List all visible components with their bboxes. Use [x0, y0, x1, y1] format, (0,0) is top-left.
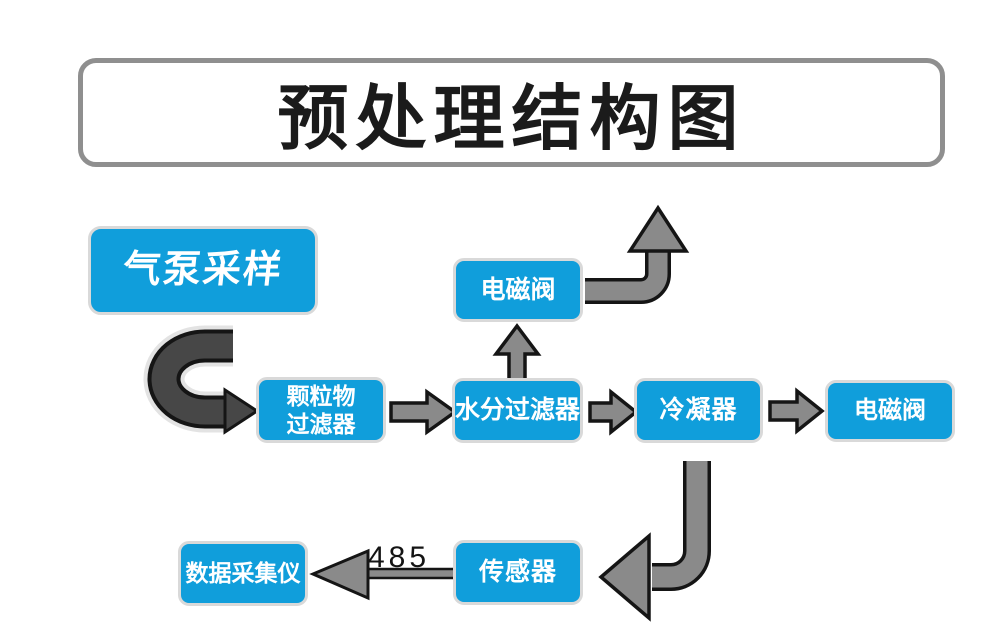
node-particulate-filter: 颗粒物 过滤器 — [256, 377, 386, 443]
node-solenoid-valve-top: 电磁阀 — [453, 258, 583, 322]
node-label: 电磁阀 — [480, 275, 556, 304]
arrow-head — [626, 204, 690, 253]
diagram-title-box: 预处理结构图 — [78, 58, 945, 167]
node-label-line1: 颗粒物 — [286, 382, 356, 409]
node-label: 传感器 — [478, 558, 557, 587]
node-sensor: 传感器 — [453, 540, 583, 605]
node-label: 冷凝器 — [659, 396, 738, 425]
arrow-condenser-to-solenoid-right — [768, 387, 825, 435]
arrow-condenser-to-sensor — [598, 461, 711, 622]
arrow-band — [585, 250, 668, 301]
node-condenser: 冷凝器 — [634, 378, 763, 443]
node-label-line2: 过滤器 — [286, 411, 356, 437]
arrow-head — [598, 532, 651, 622]
arrow-airpump-to-particulate — [143, 325, 260, 435]
diagram-title: 预处理结构图 — [277, 79, 746, 159]
arrow-head — [223, 387, 260, 435]
arrow-particulate-to-moisture — [389, 388, 459, 436]
node-data-collector: 数据采集仪 — [178, 541, 308, 606]
arrow-solenoid-top-exhaust — [585, 204, 690, 304]
node-label: 气泵采样 — [120, 249, 286, 292]
node-label: 水分过滤器 — [455, 396, 581, 425]
node-label: 电磁阀 — [854, 397, 926, 425]
node-moisture-filter: 水分过滤器 — [452, 378, 583, 443]
arrow-moisture-to-condenser — [588, 388, 639, 436]
arrow-band — [151, 333, 233, 425]
node-label: 数据采集仪 — [185, 560, 301, 587]
node-air-pump-sampling: 气泵采样 — [88, 226, 318, 315]
arrow-moisture-to-solenoid-top — [492, 323, 542, 383]
bus-485-label: 485 — [367, 541, 431, 574]
arrow-head — [309, 548, 370, 601]
node-solenoid-valve-right: 电磁阀 — [825, 380, 955, 442]
arrow-band — [652, 461, 708, 588]
